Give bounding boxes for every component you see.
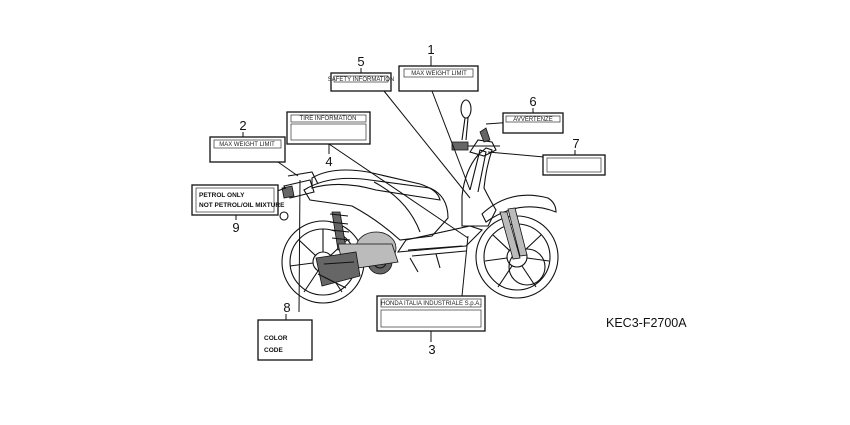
label-text: COLOR: [264, 335, 288, 342]
label-text: MAX WEIGHT LIMIT: [219, 142, 275, 148]
diagram-code: KEC3-F2700A: [606, 316, 687, 330]
callout-2: 2 MAX WEIGHT LIMIT: [209, 118, 286, 163]
callout-9: PETROL ONLY NOT PETROL/OIL MIXTURE 9: [191, 184, 285, 235]
callout-5: 5 SAFETY INFORMATION: [328, 54, 394, 92]
label-text: TIRE INFORMATION: [300, 116, 357, 122]
callout-7: 7: [542, 136, 606, 176]
callout-3: HONDA ITALIA INDUSTRIALE S.p.A. 3: [376, 295, 486, 357]
label-text: HONDA ITALIA INDUSTRIALE S.p.A.: [381, 301, 481, 307]
scooter-illustration: [279, 99, 559, 304]
callout-number: 7: [572, 136, 579, 151]
callout-number: 5: [357, 54, 364, 69]
callout-8: 8 COLOR CODE: [257, 300, 313, 361]
callout-number: 8: [283, 300, 290, 315]
callout-1: 1 MAX WEIGHT LIMIT: [398, 42, 479, 92]
label-text: SAFETY INFORMATION: [328, 77, 394, 83]
callout-number: 3: [428, 342, 435, 357]
callout-number: 2: [239, 118, 246, 133]
label-text: MAX WEIGHT LIMIT: [411, 71, 467, 77]
callout-number: 6: [529, 94, 536, 109]
callout-number: 1: [427, 42, 434, 57]
label-text: NOT PETROL/OIL MIXTURE: [199, 202, 285, 209]
label-text: CODE: [264, 347, 283, 354]
label-text: AVVERTENZE: [513, 117, 552, 123]
callout-6: 6 AVVERTENZE: [502, 94, 564, 134]
callout-number: 4: [325, 154, 332, 169]
label-text: PETROL ONLY: [199, 192, 245, 199]
callout-number: 9: [232, 220, 239, 235]
callout-4: TIRE INFORMATION 4: [286, 111, 371, 169]
